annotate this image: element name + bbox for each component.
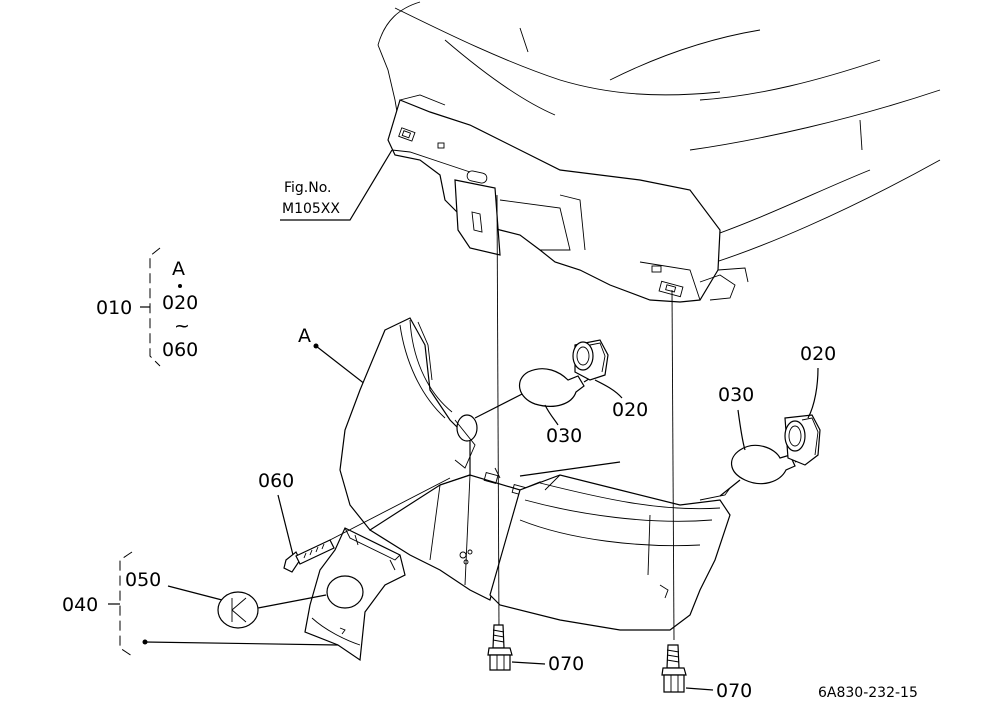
bolt-070-left: 070 bbox=[487, 624, 584, 675]
marker-a-label: A bbox=[298, 325, 311, 347]
figure-reference: Fig.No. M105XX bbox=[280, 149, 393, 221]
left-bulb-assembly: 030 020 bbox=[474, 339, 648, 447]
assembly-center-lines bbox=[329, 194, 675, 641]
upper-body-panel bbox=[377, 1, 941, 303]
group-010-from: 020 bbox=[162, 292, 198, 314]
callout-030-right: 030 bbox=[718, 384, 754, 406]
group-010-ref-a: A bbox=[172, 258, 185, 280]
callout-020-right: 020 bbox=[800, 343, 836, 365]
right-bulb-assembly: 030 020 bbox=[519, 343, 836, 501]
bolt-070-right: 070 bbox=[661, 644, 752, 702]
group-010-bracket: 010 A 020 ~ 060 bbox=[96, 247, 198, 367]
bolt-060: 060 bbox=[258, 470, 335, 573]
callout-070-right: 070 bbox=[716, 680, 752, 702]
group-010-to: 060 bbox=[162, 339, 198, 361]
marker-a: A bbox=[298, 325, 371, 389]
group-040-code: 040 bbox=[62, 594, 98, 616]
callout-070-left: 070 bbox=[548, 653, 584, 675]
drawing-code: 6A830-232-15 bbox=[818, 685, 918, 701]
group-040-bracket: 040 bbox=[62, 551, 339, 657]
group-010-code: 010 bbox=[96, 297, 132, 319]
callout-060: 060 bbox=[258, 470, 294, 492]
fig-no-value: M105XX bbox=[282, 201, 340, 217]
fig-no-label: Fig.No. bbox=[284, 180, 332, 196]
callout-050: 050 bbox=[125, 569, 161, 591]
callout-030-left: 030 bbox=[546, 425, 582, 447]
group-010-tilde: ~ bbox=[174, 315, 190, 337]
callout-020-left: 020 bbox=[612, 399, 648, 421]
reflector-bracket: 050 bbox=[125, 527, 406, 662]
